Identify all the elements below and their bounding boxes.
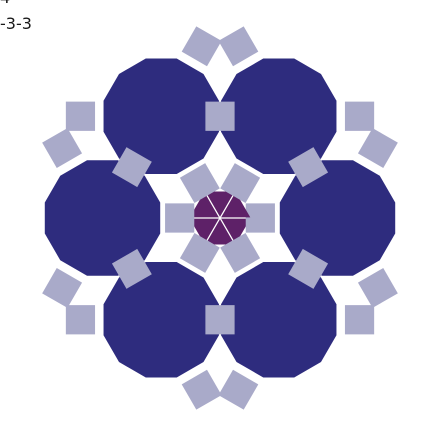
- dodecagon: [104, 262, 219, 377]
- square-tile: [66, 102, 95, 131]
- square-tile: [218, 26, 258, 66]
- square-tile: [218, 370, 258, 410]
- square-tile: [205, 305, 234, 334]
- square-tile: [345, 305, 374, 334]
- dodecagon: [221, 262, 336, 377]
- square-tile: [246, 203, 275, 232]
- dodecagon: [280, 160, 395, 275]
- caption-line-1: 4: [0, 0, 10, 7]
- square-tile: [205, 102, 234, 131]
- square-tile: [345, 102, 374, 131]
- caption-line-2: -3-3: [0, 15, 32, 33]
- square-tile: [42, 268, 82, 308]
- square-tile: [66, 305, 95, 334]
- square-tile: [182, 370, 222, 410]
- square-tile: [358, 128, 398, 168]
- square-tile: [182, 26, 222, 66]
- square-tile: [358, 268, 398, 308]
- tile-layer: [42, 26, 398, 409]
- dodecagon: [45, 160, 160, 275]
- dodecagon: [104, 59, 219, 174]
- square-tile: [165, 203, 194, 232]
- square-tile: [42, 128, 82, 168]
- dodecagon: [221, 59, 336, 174]
